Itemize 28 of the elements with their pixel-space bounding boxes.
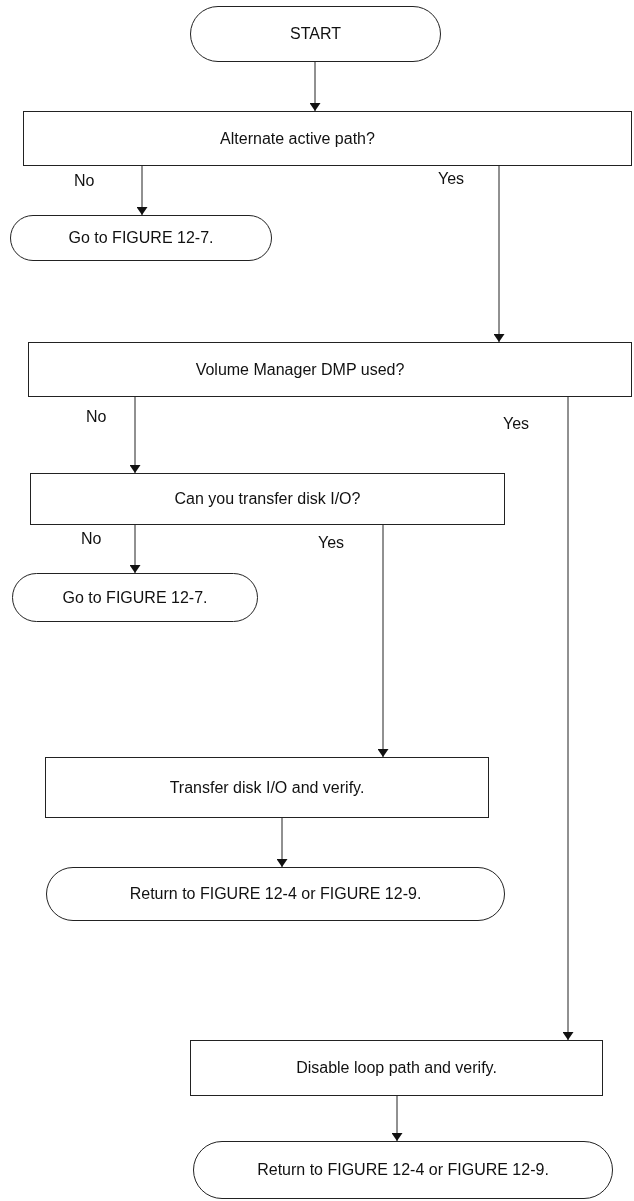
node-label: Return to FIGURE 12-4 or FIGURE 12-9. bbox=[257, 1161, 549, 1179]
node-label: Return to FIGURE 12-4 or FIGURE 12-9. bbox=[129, 885, 422, 903]
node-label: Go to FIGURE 12-7. bbox=[62, 588, 208, 607]
process-box bbox=[45, 757, 489, 818]
node-label: Volume Manager DMP used? bbox=[195, 360, 405, 379]
process-box bbox=[30, 473, 505, 525]
node-label: START bbox=[290, 25, 341, 43]
terminal-node bbox=[46, 867, 505, 921]
node-label: Disable loop path and verify. bbox=[296, 1059, 497, 1077]
node-label: Can you transfer disk I/O? bbox=[174, 490, 361, 508]
arrow bbox=[311, 61, 319, 112]
arrow bbox=[131, 396, 139, 474]
process-box bbox=[28, 342, 632, 397]
node-label: Go to FIGURE 12-7. bbox=[68, 229, 214, 247]
process-box bbox=[190, 1040, 603, 1096]
arrow bbox=[379, 524, 387, 758]
node-label: Transfer disk I/O and verify. bbox=[169, 778, 365, 797]
process-box bbox=[23, 111, 632, 166]
arrow bbox=[138, 165, 146, 216]
arrow bbox=[393, 1095, 401, 1142]
arrow bbox=[278, 817, 286, 868]
node-label: Alternate active path? bbox=[220, 129, 375, 148]
terminal-node bbox=[190, 6, 441, 62]
arrow bbox=[495, 165, 503, 343]
terminal-node bbox=[12, 573, 258, 622]
terminal-node bbox=[10, 215, 272, 261]
arrow bbox=[131, 524, 139, 574]
arrow bbox=[564, 396, 572, 1041]
